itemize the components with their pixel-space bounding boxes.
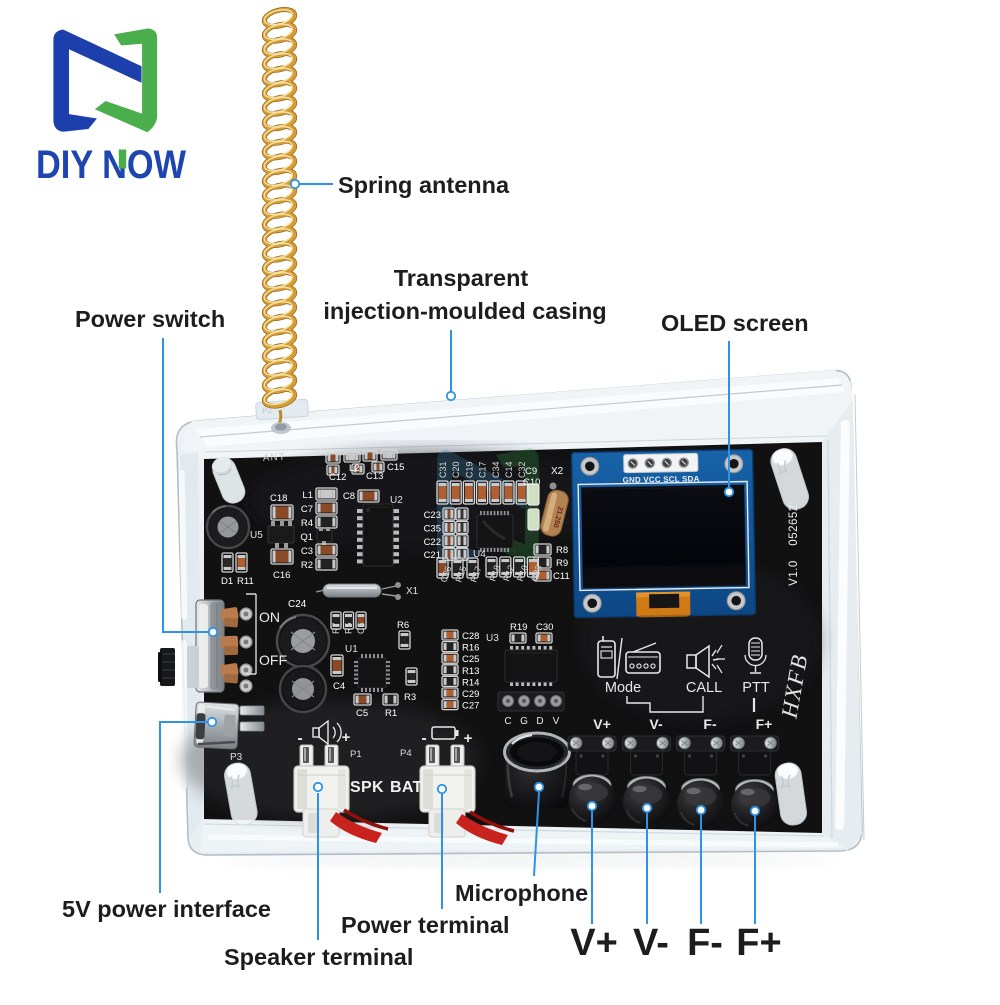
svg-text:C21: C21 bbox=[424, 550, 441, 561]
svg-text:Q1: Q1 bbox=[300, 532, 313, 543]
svg-text:L2: L2 bbox=[349, 463, 360, 474]
svg-text:R11: R11 bbox=[237, 576, 254, 587]
svg-text:C9: C9 bbox=[525, 466, 537, 477]
svg-text:U4: U4 bbox=[473, 549, 486, 560]
svg-text:Spring antenna: Spring antenna bbox=[338, 172, 510, 198]
svg-text:BAT: BAT bbox=[390, 779, 423, 796]
svg-text:C10: C10 bbox=[523, 477, 540, 488]
svg-text:C13: C13 bbox=[366, 471, 383, 482]
svg-text:C30: C30 bbox=[536, 622, 553, 633]
svg-text:X2: X2 bbox=[551, 466, 564, 477]
svg-text:C18: C18 bbox=[270, 493, 287, 504]
svg-text:C8: C8 bbox=[343, 491, 355, 502]
svg-text:X1: X1 bbox=[406, 586, 419, 597]
svg-text:V+: V+ bbox=[593, 716, 611, 732]
svg-text:Power terminal: Power terminal bbox=[341, 912, 509, 938]
svg-text:P1: P1 bbox=[350, 749, 362, 760]
svg-text:DIY NOW: DIY NOW bbox=[36, 143, 186, 187]
svg-text:F-: F- bbox=[703, 716, 717, 732]
svg-text:R6: R6 bbox=[397, 620, 409, 631]
svg-text:P2: P2 bbox=[262, 406, 273, 416]
svg-text:C34: C34 bbox=[491, 461, 501, 478]
svg-text:Mode: Mode bbox=[605, 680, 641, 696]
svg-text:D1: D1 bbox=[221, 576, 233, 587]
svg-text:C: C bbox=[504, 716, 511, 727]
svg-text:C22: C22 bbox=[424, 537, 441, 548]
svg-text:C27: C27 bbox=[462, 701, 479, 712]
svg-text:F-: F- bbox=[687, 922, 723, 964]
svg-text:C5: C5 bbox=[356, 708, 368, 719]
svg-text:R13: R13 bbox=[462, 666, 479, 677]
svg-text:-: - bbox=[297, 730, 302, 747]
svg-text:R9: R9 bbox=[556, 558, 568, 569]
svg-text:Transparent: Transparent bbox=[394, 265, 529, 291]
svg-text:21.250: 21.250 bbox=[552, 506, 564, 529]
svg-text:C7: C7 bbox=[301, 504, 313, 515]
svg-text:C24: C24 bbox=[288, 599, 307, 610]
svg-text:+: + bbox=[464, 730, 473, 747]
svg-text:C31: C31 bbox=[438, 461, 448, 478]
svg-text:V+: V+ bbox=[570, 922, 618, 964]
svg-text:R2: R2 bbox=[301, 560, 313, 571]
svg-text:G: G bbox=[520, 716, 528, 727]
svg-text:ANT: ANT bbox=[262, 451, 286, 464]
svg-text:Microphone: Microphone bbox=[455, 880, 588, 906]
svg-text:R7: R7 bbox=[331, 622, 341, 634]
svg-text:C12: C12 bbox=[329, 472, 346, 483]
svg-text:052652: 052652 bbox=[788, 504, 800, 545]
svg-text:R4: R4 bbox=[301, 518, 313, 529]
svg-text:OFF: OFF bbox=[259, 652, 287, 668]
svg-text:C19: C19 bbox=[464, 461, 474, 478]
svg-text:C29: C29 bbox=[462, 689, 479, 700]
svg-text:GND VCC SCL SDA: GND VCC SCL SDA bbox=[622, 474, 699, 484]
svg-text:P4: P4 bbox=[400, 748, 412, 759]
svg-text:R19: R19 bbox=[510, 622, 527, 633]
svg-text:U1: U1 bbox=[345, 644, 358, 655]
svg-text:injection-moulded casing: injection-moulded casing bbox=[323, 298, 606, 324]
svg-text:Power switch: Power switch bbox=[75, 306, 225, 332]
svg-text:R8: R8 bbox=[556, 545, 568, 556]
svg-text:P3: P3 bbox=[230, 752, 243, 763]
svg-text:C25: C25 bbox=[462, 654, 479, 665]
svg-text:V1.0: V1.0 bbox=[788, 560, 800, 586]
svg-text:U2: U2 bbox=[390, 495, 403, 506]
svg-text:V-: V- bbox=[633, 922, 669, 964]
svg-text:C23: C23 bbox=[424, 510, 441, 521]
svg-text:R14: R14 bbox=[462, 677, 479, 688]
svg-text:R3: R3 bbox=[404, 692, 416, 703]
svg-text:L1: L1 bbox=[302, 490, 313, 501]
svg-text:C15: C15 bbox=[387, 462, 404, 473]
svg-text:ON: ON bbox=[259, 609, 280, 625]
svg-text:+: + bbox=[342, 729, 351, 746]
svg-text:C11: C11 bbox=[553, 571, 570, 582]
svg-text:C14: C14 bbox=[504, 461, 514, 478]
svg-text:C32: C32 bbox=[517, 461, 527, 478]
svg-text:V: V bbox=[553, 716, 560, 727]
svg-text:U3: U3 bbox=[486, 633, 499, 644]
svg-text:D: D bbox=[536, 716, 543, 727]
svg-text:F+: F+ bbox=[756, 716, 773, 732]
svg-text:C4: C4 bbox=[333, 681, 345, 692]
svg-text:F+: F+ bbox=[736, 922, 781, 964]
svg-text:PTT: PTT bbox=[742, 680, 770, 696]
svg-text:C6: C6 bbox=[356, 622, 366, 634]
svg-text:SPK: SPK bbox=[350, 779, 384, 796]
svg-text:C20: C20 bbox=[451, 461, 461, 478]
svg-text:Speaker terminal: Speaker terminal bbox=[224, 944, 413, 970]
svg-text:C28: C28 bbox=[462, 631, 479, 642]
svg-text:R5: R5 bbox=[344, 622, 354, 634]
svg-text:-: - bbox=[421, 730, 426, 747]
svg-text:OLED screen: OLED screen bbox=[661, 310, 809, 336]
svg-text:U5: U5 bbox=[250, 530, 263, 541]
svg-text:C17: C17 bbox=[478, 461, 488, 478]
svg-text:R1: R1 bbox=[385, 708, 397, 719]
svg-text:5V power interface: 5V power interface bbox=[62, 896, 271, 922]
svg-text:CALL: CALL bbox=[686, 680, 722, 696]
svg-text:C35: C35 bbox=[424, 523, 441, 534]
svg-text:C3: C3 bbox=[301, 546, 313, 557]
svg-text:R16: R16 bbox=[462, 643, 479, 654]
svg-text:C16: C16 bbox=[273, 570, 290, 581]
svg-text:V-: V- bbox=[649, 716, 663, 732]
